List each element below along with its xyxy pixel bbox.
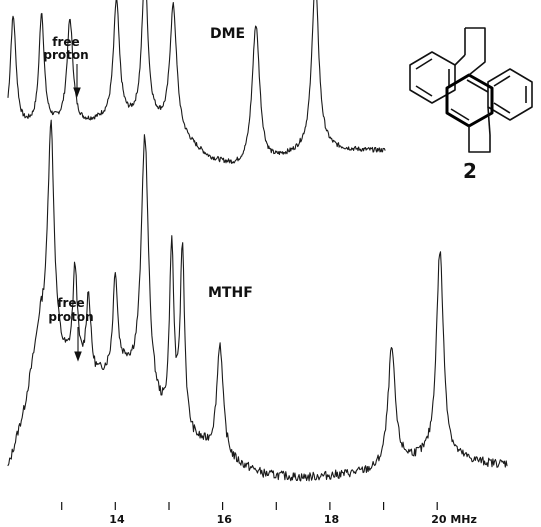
molecule-label: 2 — [463, 159, 477, 183]
x-tick-label: 18 — [324, 513, 339, 526]
mthf-spectrum: MTHF free proton — [7, 119, 508, 482]
mthf-annotation-proton: proton — [48, 310, 93, 324]
paracyclophane-molecule-diagram: 2 — [409, 27, 533, 183]
mthf-title: MTHF — [208, 285, 253, 301]
mthf-annotation-free: free — [57, 296, 84, 310]
dme-annotation-free: free — [52, 35, 79, 49]
molecule-ring-left — [409, 51, 456, 104]
mthf-annotation-arrow — [74, 327, 82, 362]
dme-annotation-arrow — [73, 64, 81, 98]
mthf-trace-line — [7, 119, 508, 482]
molecule-bridge-bottom — [468, 126, 491, 153]
x-axis: 14 16 18 20 MHz — [61, 502, 477, 526]
dme-trace-line — [7, 0, 386, 164]
molecule-bridge-top — [465, 27, 486, 76]
molecule-ring-center — [445, 73, 494, 128]
dme-annotation-proton: proton — [43, 48, 88, 62]
x-tick-label: 20 MHz — [431, 513, 477, 526]
dme-spectrum: DME free proton — [7, 0, 386, 164]
x-tick-label: 14 — [109, 513, 125, 526]
x-tick-label: 16 — [217, 513, 233, 526]
dme-title: DME — [210, 26, 245, 42]
